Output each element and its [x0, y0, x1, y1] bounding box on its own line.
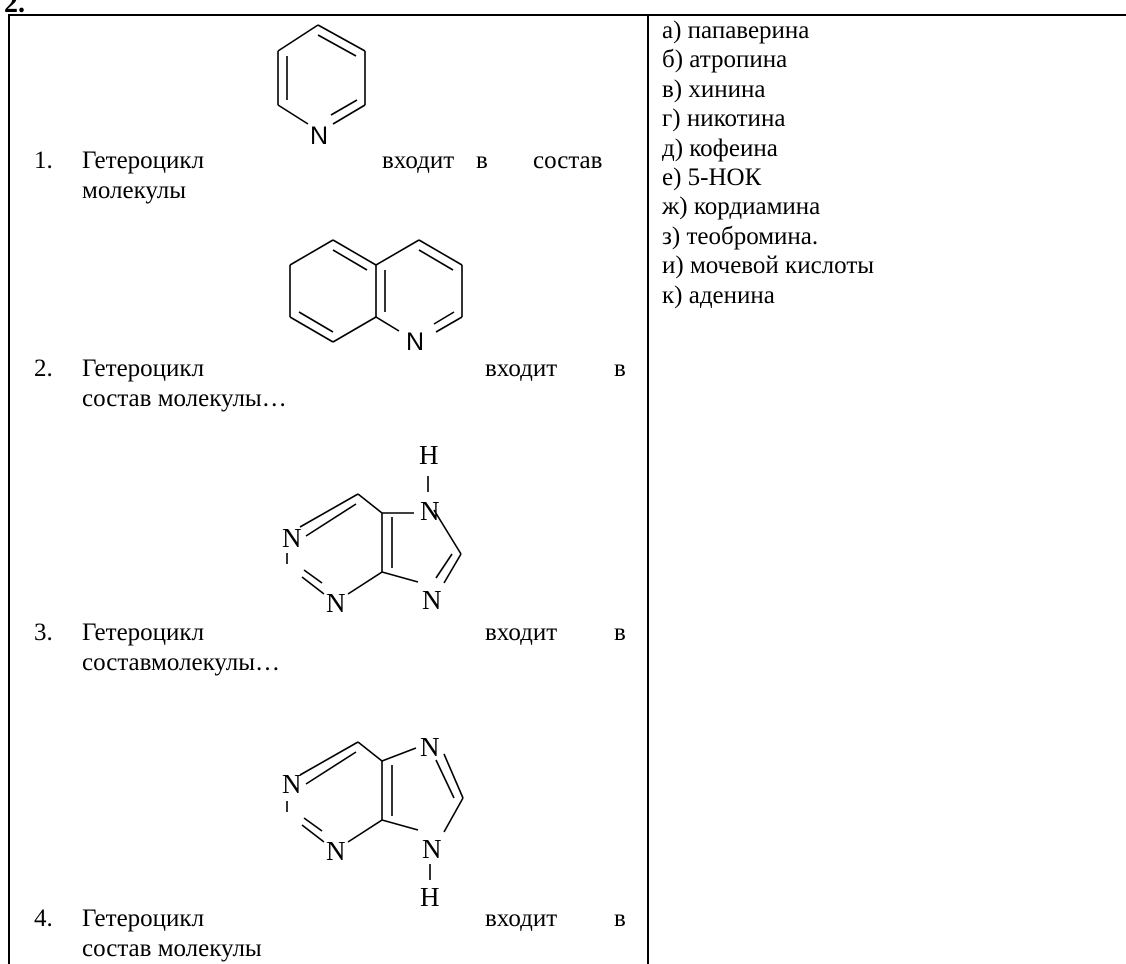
purine-9h-hydrogen-label: H [420, 882, 440, 912]
question-1-text-prep: в [476, 147, 488, 174]
matching-table [8, 14, 1126, 964]
purine-7h-n3-label: N [326, 588, 346, 618]
question-2-number: 2. [34, 355, 53, 382]
pyridine-nitrogen-label: N [310, 122, 328, 150]
answer-option-v: в) хинина [662, 75, 766, 103]
answer-option-e: е) 5-НОК [662, 164, 762, 192]
answer-option-d: д) кофеина [662, 134, 778, 162]
purine-9h-n9-label: N [422, 834, 442, 864]
question-3-text-verb: входит [485, 619, 558, 646]
question-4-text-verb: входит [485, 905, 558, 932]
purine-7h-structure-icon: H N N N N [270, 432, 470, 622]
question-1-number: 1. [34, 147, 53, 174]
column-divider [647, 14, 649, 964]
question-3-text-prep: в [614, 619, 626, 646]
answer-option-z: з) теобромина. [662, 222, 819, 250]
question-1-text-start: Гетероцикл [82, 147, 205, 174]
answer-option-a: а) папаверина [662, 17, 810, 44]
question-4-text-prep: в [614, 905, 626, 932]
purine-7h-n9-label: N [422, 585, 442, 615]
question-3-text-start: Гетероцикл [82, 619, 205, 646]
answer-option-k: к) аденина [662, 281, 775, 309]
question-2-text-prep: в [614, 355, 626, 382]
question-2-text-verb: входит [485, 355, 558, 382]
question-2-text-end: состав молекулы… [82, 385, 287, 412]
purine-7h-n1-label: N [282, 523, 302, 553]
answer-option-b: б) атропина [662, 46, 788, 74]
purine-7h-hydrogen-label: H [419, 440, 439, 470]
quinoline-structure-icon: N [280, 232, 480, 372]
question-4-text-start: Гетероцикл [82, 905, 205, 932]
question-1-text-verb: входит [382, 147, 455, 174]
question-1-text-end: молекулы [82, 177, 187, 204]
question-4-number: 4. [34, 905, 53, 932]
quinoline-nitrogen-label: N [406, 328, 424, 356]
answer-option-g: г) никотина [662, 105, 786, 133]
question-3-number: 3. [34, 619, 53, 646]
purine-9h-n1-label: N [282, 769, 302, 799]
pyridine-structure-icon: N [270, 18, 380, 158]
question-3-text-end: составмолекулы… [82, 649, 281, 676]
question-1-text-noun: состав [533, 147, 603, 174]
purine-9h-n3-label: N [326, 836, 346, 866]
question-4-text-end: состав молекулы [82, 935, 262, 962]
answer-option-i: и) мочевой кислоты [662, 252, 875, 280]
question-2-text-start: Гетероцикл [82, 355, 205, 382]
purine-9h-structure-icon: N N N N H [270, 720, 470, 912]
answer-options-list: а) папаверина б) атропина в) хинина г) н… [662, 16, 874, 310]
purine-9h-n7-label: N [420, 732, 440, 762]
answer-option-zh: ж) кордиамина [662, 193, 821, 221]
purine-7h-n7-label: N [420, 496, 440, 526]
